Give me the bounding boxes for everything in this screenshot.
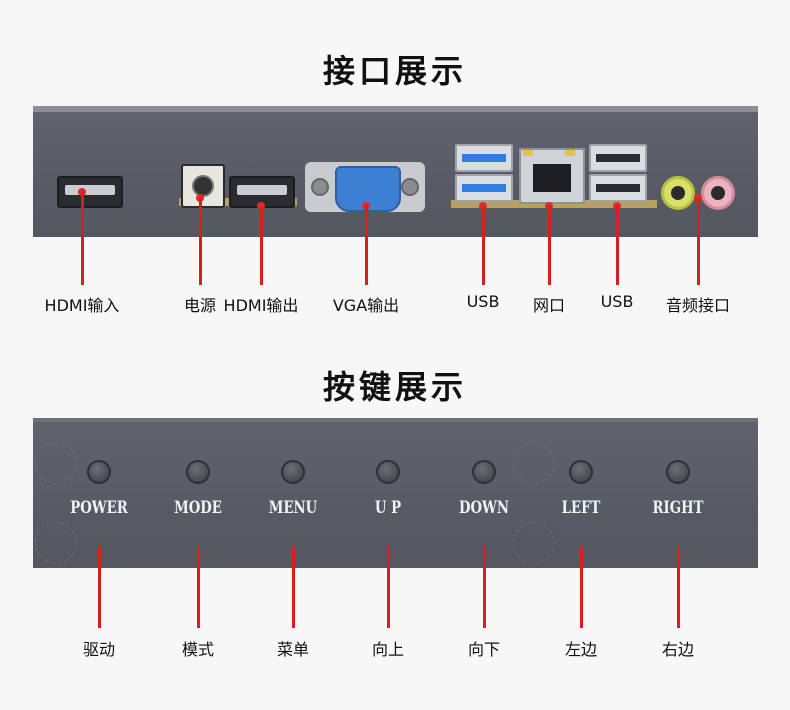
callout-line [365, 206, 368, 285]
callout-line [548, 206, 551, 285]
push-button-icon [569, 460, 593, 484]
button-function-label: 菜单 [276, 640, 310, 659]
callout-line [81, 192, 84, 285]
button-panel-label: POWER [70, 498, 128, 518]
callout-line [197, 546, 200, 628]
callout-line [697, 198, 700, 285]
button-function-label: 右边 [661, 640, 695, 659]
port-label: HDMI输入 [44, 296, 120, 315]
port-label: 网口 [532, 296, 566, 315]
port-label: 电源 [183, 296, 217, 315]
usb2-port-icon [589, 144, 647, 172]
callout-line [677, 546, 680, 628]
callout-line [483, 546, 486, 628]
port-label: 音频接口 [665, 296, 731, 315]
button-function-label: 模式 [181, 640, 215, 659]
screw-icon [401, 178, 419, 196]
hex-mark-icon [513, 442, 555, 484]
audio-mic-icon [701, 176, 735, 210]
button-function-label: 驱动 [82, 640, 116, 659]
buttons-section-title: 按键展示 [322, 368, 467, 406]
callout-line [292, 546, 295, 628]
callout-line [387, 546, 390, 628]
callout-line [98, 546, 101, 628]
power-jack-icon [181, 164, 225, 208]
button-panel-label: DOWN [458, 498, 510, 518]
push-button-icon [87, 460, 111, 484]
ethernet-port-icon [519, 148, 585, 204]
ports-section-title: 接口展示 [322, 52, 467, 90]
audio-line-icon [661, 176, 695, 210]
led-icon [565, 150, 575, 156]
hex-mark-icon [35, 522, 77, 564]
port-label: USB [600, 292, 634, 311]
push-button-icon [376, 460, 400, 484]
usb2-port-icon [589, 174, 647, 202]
pcb-strip [451, 200, 657, 208]
hex-mark-icon [513, 522, 555, 564]
push-button-icon [666, 460, 690, 484]
button-panel-label: MODE [174, 498, 222, 518]
callout-line [482, 206, 485, 285]
button-function-label: 左边 [564, 640, 598, 659]
rear-port-panel [33, 106, 758, 237]
callout-line [580, 546, 583, 628]
port-label: VGA输出 [332, 296, 400, 315]
callout-line [616, 206, 619, 285]
button-panel [33, 418, 758, 568]
button-panel-label: MENU [268, 498, 318, 518]
button-panel-label: LEFT [561, 498, 601, 518]
callout-line [260, 206, 263, 285]
hex-mark-icon [35, 442, 77, 484]
button-function-label: 向上 [371, 640, 405, 659]
port-label: USB [466, 292, 500, 311]
callout-line [199, 198, 202, 285]
push-button-icon [186, 460, 210, 484]
led-icon [523, 150, 533, 156]
button-panel-label: RIGHT [652, 498, 704, 518]
button-panel-label: U P [374, 498, 402, 518]
usb3-port-icon [455, 174, 513, 202]
push-button-icon [281, 460, 305, 484]
usb3-port-icon [455, 144, 513, 172]
screw-icon [311, 178, 329, 196]
push-button-icon [472, 460, 496, 484]
button-function-label: 向下 [467, 640, 501, 659]
port-label: HDMI输出 [223, 296, 299, 315]
hdmi-input-port-icon [57, 176, 123, 208]
